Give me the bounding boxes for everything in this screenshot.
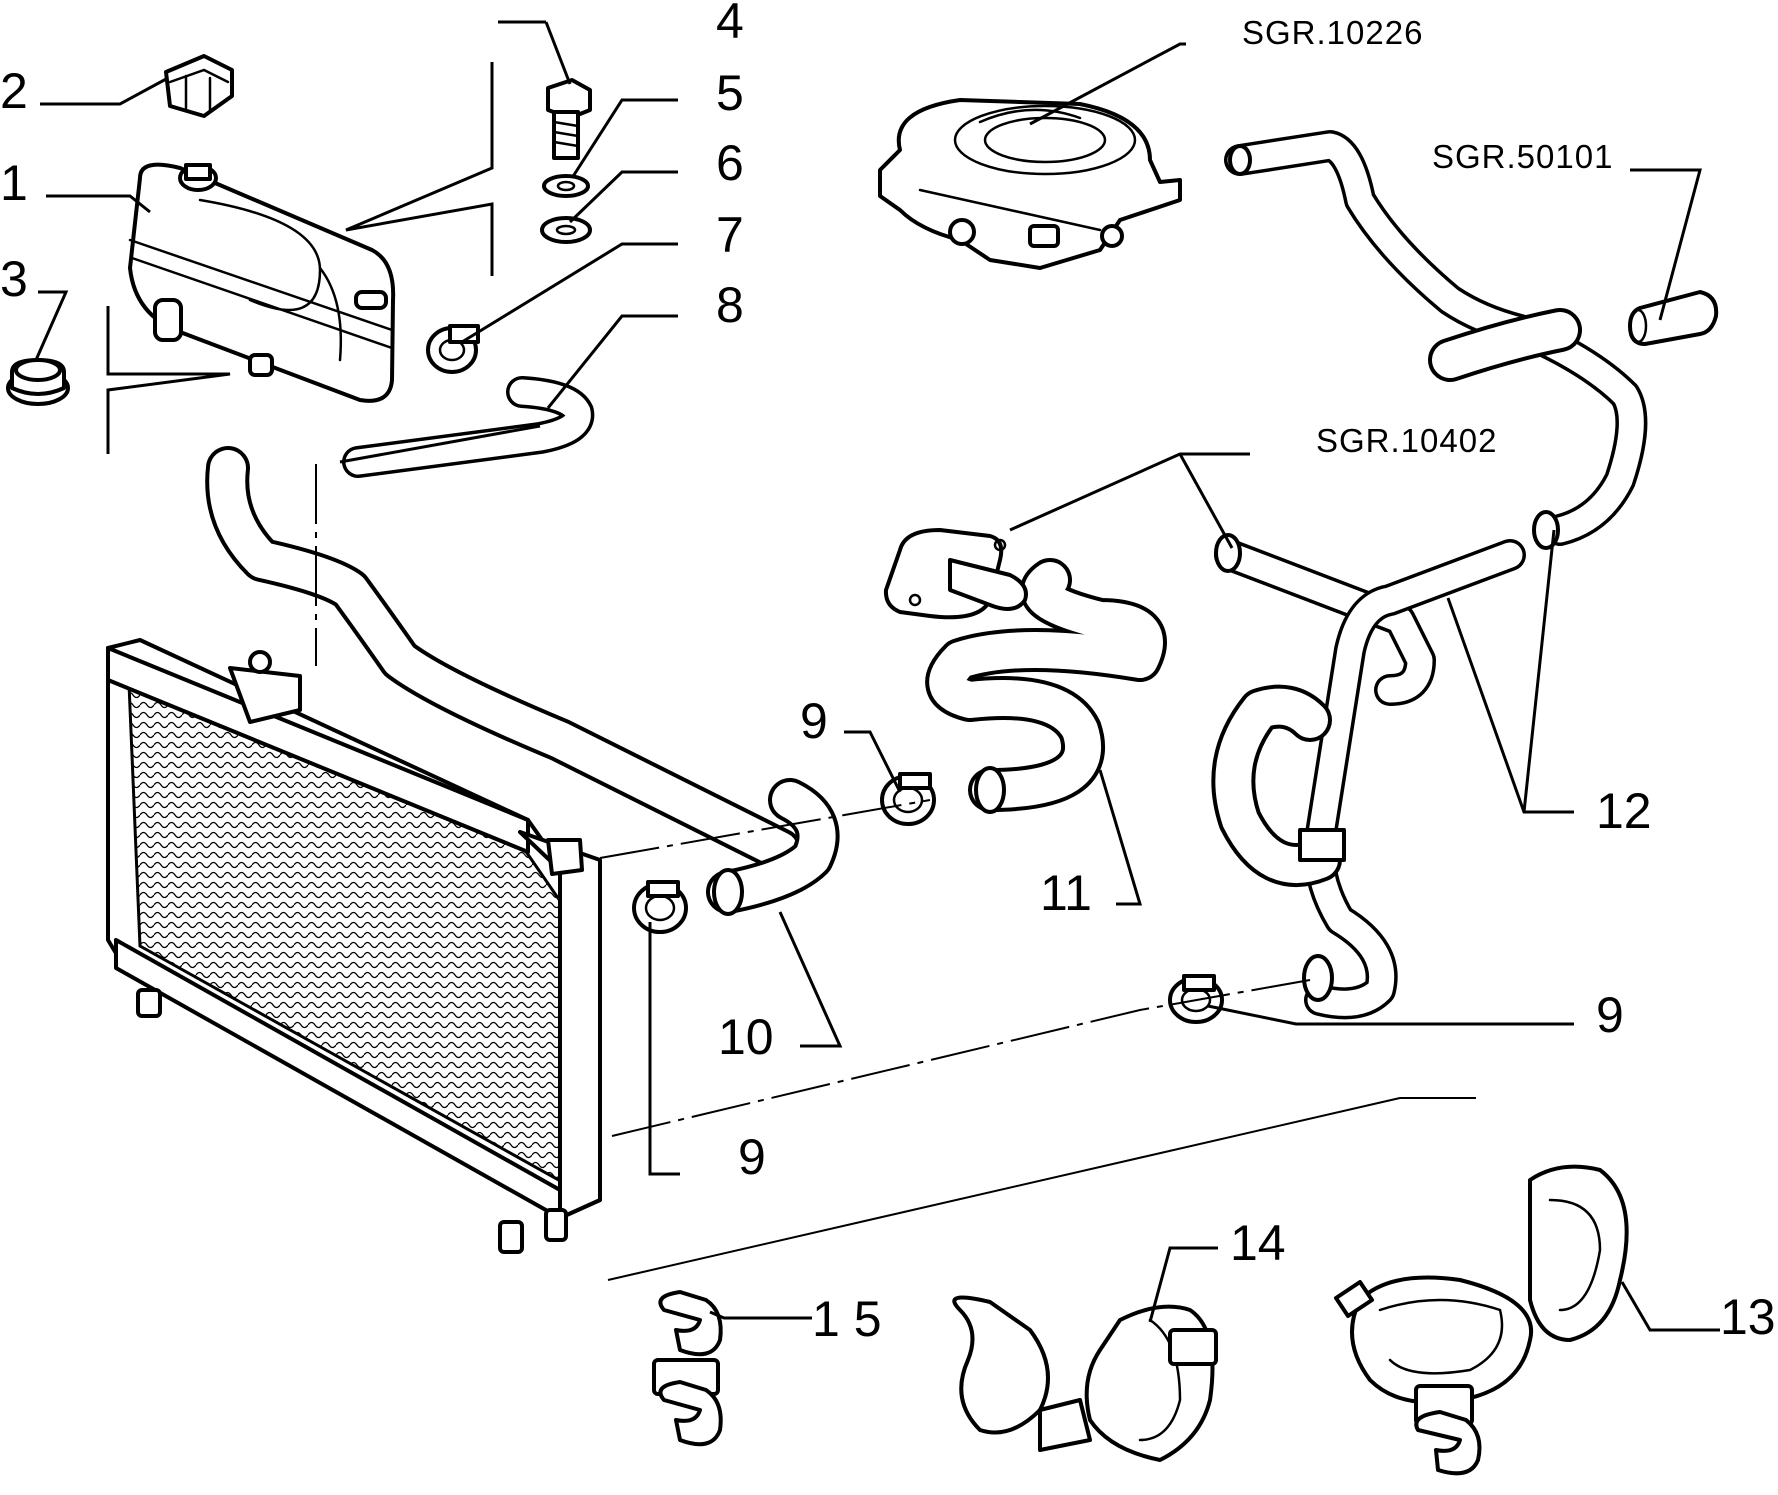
callout-7: 7 — [716, 207, 744, 263]
bolt — [546, 78, 592, 160]
ref-thermostat: SGR.10402 — [1316, 422, 1497, 459]
callout-8: 8 — [716, 277, 744, 333]
clip-14 — [952, 1295, 1218, 1462]
callout-14: 14 — [1230, 1215, 1286, 1271]
callout-3: 3 — [0, 251, 28, 307]
washer-5 — [542, 174, 590, 198]
callout-9-lower-right: 9 — [1596, 987, 1624, 1043]
heater-pipe-assembly — [1211, 533, 1526, 1020]
upper-radiator-hose — [205, 446, 802, 872]
callout-13: 13 — [1720, 1289, 1776, 1345]
clamp-7 — [426, 324, 480, 374]
hose-10 — [706, 778, 840, 916]
clamp-9-lower-left — [632, 880, 688, 934]
throttle-body — [878, 98, 1182, 270]
callout-15: 1 5 — [812, 1291, 882, 1347]
ref-sleeve: SGR.50101 — [1432, 138, 1613, 175]
callout-5: 5 — [716, 65, 744, 121]
callout-2: 2 — [0, 63, 28, 119]
washer-6 — [540, 216, 592, 244]
callout-1: 1 — [0, 155, 28, 211]
callout-9-upper: 9 — [800, 693, 828, 749]
radiator — [106, 638, 602, 1254]
callout-9-lower-left: 9 — [738, 1129, 766, 1185]
grommet — [6, 358, 70, 406]
callout-10: 10 — [718, 1009, 774, 1065]
thermostat-flange — [883, 528, 1028, 620]
ref-throttle-body: SGR.10226 — [1242, 14, 1423, 51]
heater-return-hose — [1224, 130, 1648, 550]
hose-11 — [925, 558, 1167, 814]
clip-13 — [1334, 1164, 1629, 1476]
sleeve-50101 — [1628, 290, 1719, 346]
hose-8 — [342, 376, 595, 478]
clamp-9-lower-right — [1168, 974, 1224, 1024]
callout-4: 4 — [716, 0, 744, 49]
callout-11: 11 — [1040, 865, 1092, 921]
leader-lines — [34, 20, 1720, 1332]
reference-labels: SGR.10226 SGR.50101 SGR.10402 — [1242, 14, 1613, 459]
expansion-tank — [128, 162, 396, 403]
filler-cap — [164, 54, 234, 118]
callout-6: 6 — [716, 135, 744, 191]
clamp-9-upper — [880, 772, 936, 826]
clip-15 — [652, 1290, 723, 1447]
callout-12: 12 — [1596, 783, 1652, 839]
callout-labels: 1 2 3 4 5 6 7 8 9 9 9 10 11 12 13 14 1 5 — [0, 0, 1776, 1347]
